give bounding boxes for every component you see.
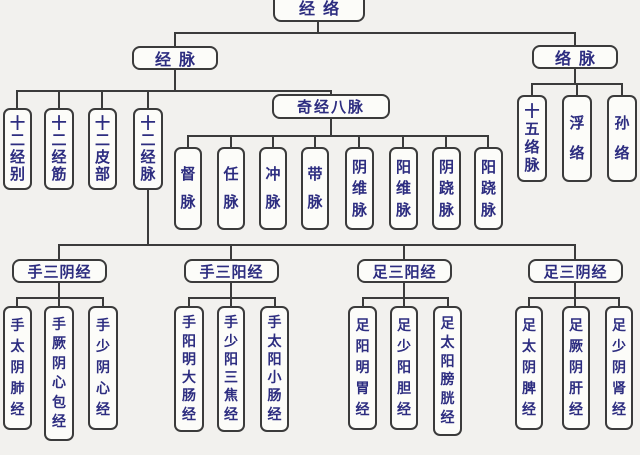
node-yangweimai: 阳维脉 [389, 147, 418, 230]
connector [574, 283, 576, 306]
connector [147, 90, 149, 108]
connector [487, 135, 489, 147]
connector [230, 135, 232, 147]
connector [16, 297, 104, 299]
node-shou-taiyang-xiaochangjing: 手太阳小肠经 [260, 306, 289, 432]
connector [58, 244, 60, 259]
connector [174, 32, 576, 34]
node-zu-yangming-weijing: 足阳明胃经 [348, 306, 377, 430]
connector [147, 190, 149, 244]
node-zu-sanyin-jing: 足三阴经 [528, 259, 623, 283]
node-shou-taiyin-feijing: 手太阴肺经 [3, 306, 32, 430]
connector [188, 297, 190, 306]
connector [187, 135, 489, 137]
node-shiwu-luomai: 十五络脉 [517, 95, 547, 182]
connector [362, 297, 364, 306]
connector [403, 244, 405, 259]
node-yinqiaomai: 阴跷脉 [432, 147, 461, 230]
node-shier-jingmai: 十二经脉 [133, 108, 163, 190]
connector [230, 244, 232, 259]
node-shier-pibu: 十二皮部 [88, 108, 117, 190]
node-dumai: 督脉 [174, 147, 202, 230]
node-shou-jueyin-xinbaojing: 手厥阴心包经 [44, 306, 74, 441]
connector [330, 90, 332, 96]
connector [528, 297, 530, 306]
connector [230, 283, 232, 306]
node-jingluo: 经络 [273, 0, 365, 22]
connector [574, 69, 576, 83]
node-jingmai: 经脉 [132, 46, 218, 70]
connector [445, 135, 447, 147]
connector [58, 244, 576, 246]
node-luomai: 络脉 [532, 45, 618, 69]
connector [272, 135, 274, 147]
node-zu-jueyin-ganjing: 足厥阴肝经 [562, 306, 590, 430]
node-shou-shaoyang-sanjiaojing: 手少阳三焦经 [217, 306, 245, 432]
connector [528, 297, 620, 299]
connector [188, 297, 276, 299]
connector [102, 297, 104, 306]
node-zu-taiyang-pangguangjing: 足太阳膀胱经 [433, 306, 462, 436]
connector [317, 22, 319, 32]
node-shier-jingbie: 十二经别 [3, 108, 32, 190]
connector [447, 297, 449, 306]
connector [174, 70, 176, 90]
connector [58, 283, 60, 306]
node-shou-shaoyin-xinjing: 手少阴心经 [88, 306, 118, 430]
node-yangqiaomai: 阳跷脉 [474, 147, 503, 230]
connector [574, 32, 576, 45]
node-shou-sanyang-jing: 手三阳经 [184, 259, 279, 283]
connector [402, 135, 404, 147]
node-zu-shaoyang-danjing: 足少阳胆经 [390, 306, 418, 430]
connector [362, 297, 449, 299]
node-fuluo: 浮络 [562, 95, 592, 182]
node-yinweimai: 阴维脉 [345, 147, 374, 230]
node-chongmai: 冲脉 [259, 147, 287, 230]
connector [101, 90, 103, 108]
node-shou-sanyin-jing: 手三阴经 [12, 259, 107, 283]
connector [187, 135, 189, 147]
node-zu-shaoyin-shenjing: 足少阴肾经 [605, 306, 633, 430]
node-qijing-bamai: 奇经八脉 [272, 94, 390, 119]
connector [314, 135, 316, 147]
connector [58, 90, 60, 108]
connector [274, 297, 276, 306]
node-renmai: 任脉 [217, 147, 245, 230]
node-zu-sanyang-jing: 足三阳经 [357, 259, 452, 283]
node-shier-jingjin: 十二经筋 [44, 108, 74, 190]
connector [621, 83, 623, 95]
connector [358, 135, 360, 147]
connector [330, 119, 332, 135]
connector [574, 244, 576, 259]
node-sunluo: 孙络 [607, 95, 637, 182]
connector [618, 297, 620, 306]
connector [16, 297, 18, 306]
connector [174, 32, 176, 46]
node-shou-yangming-dachangjing: 手阳明大肠经 [174, 306, 204, 432]
connector [16, 90, 332, 92]
connector [576, 83, 578, 95]
node-daimai: 带脉 [301, 147, 329, 230]
node-zu-taiyin-pijing: 足太阴脾经 [515, 306, 543, 430]
connector [531, 83, 533, 95]
connector [16, 90, 18, 108]
connector [403, 283, 405, 306]
